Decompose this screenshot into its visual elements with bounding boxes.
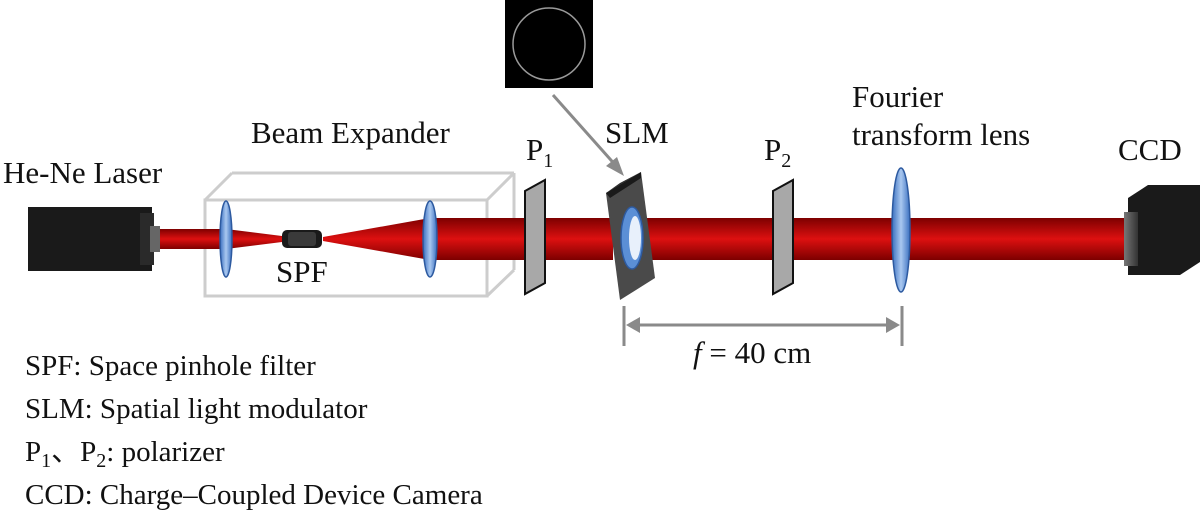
legend-pol-sep: 、P [51,436,96,468]
legend-spf: SPF: Space pinhole filter [25,350,316,382]
polarizer-p1 [524,178,546,296]
label-focal-length: f = 40 cm [693,335,811,370]
label-slm: SLM [605,115,669,150]
slm-device [606,172,655,300]
label-p1-main: P [526,132,543,167]
label-p1-sub: 1 [543,150,553,172]
label-p1: P1 [526,132,553,172]
inset-arrow [551,94,624,176]
expander-lens-left [219,200,233,278]
label-lens-line1: Fourier [852,79,944,114]
label-p2-sub: 2 [781,150,791,172]
legend-polarizer: P1、P2: polarizer [25,436,225,472]
legend-pol-sub1: 1 [41,450,51,472]
legend-slm: SLM: Spatial light modulator [25,393,368,425]
expander-lens-right [422,200,438,278]
legend-pol-sub2: 2 [96,450,106,472]
he-ne-laser [28,207,160,271]
ccd-camera [1124,185,1200,275]
label-focal-value: = 40 cm [702,335,812,370]
label-lens-line2: transform lens [852,117,1030,152]
label-ccd: CCD [1118,132,1182,167]
space-pinhole-filter [282,230,322,248]
label-p2: P2 [764,132,791,172]
legend-pol-text: : polarizer [106,436,225,468]
focal-length-dimension [622,306,904,346]
legend: SPF: Space pinhole filter SLM: Spatial l… [25,350,483,511]
polarizer-p2 [772,178,794,296]
label-spf: SPF [276,254,328,289]
fourier-transform-lens [891,167,911,293]
label-beam-expander: Beam Expander [251,115,451,150]
legend-ccd: CCD: Charge–Coupled Device Camera [25,479,483,511]
laser-beam [152,218,1127,260]
label-he-ne-laser: He-Ne Laser [3,155,163,190]
hologram-inset-image [505,0,593,88]
label-p2-main: P [764,132,781,167]
legend-pol-p1: P [25,436,41,468]
